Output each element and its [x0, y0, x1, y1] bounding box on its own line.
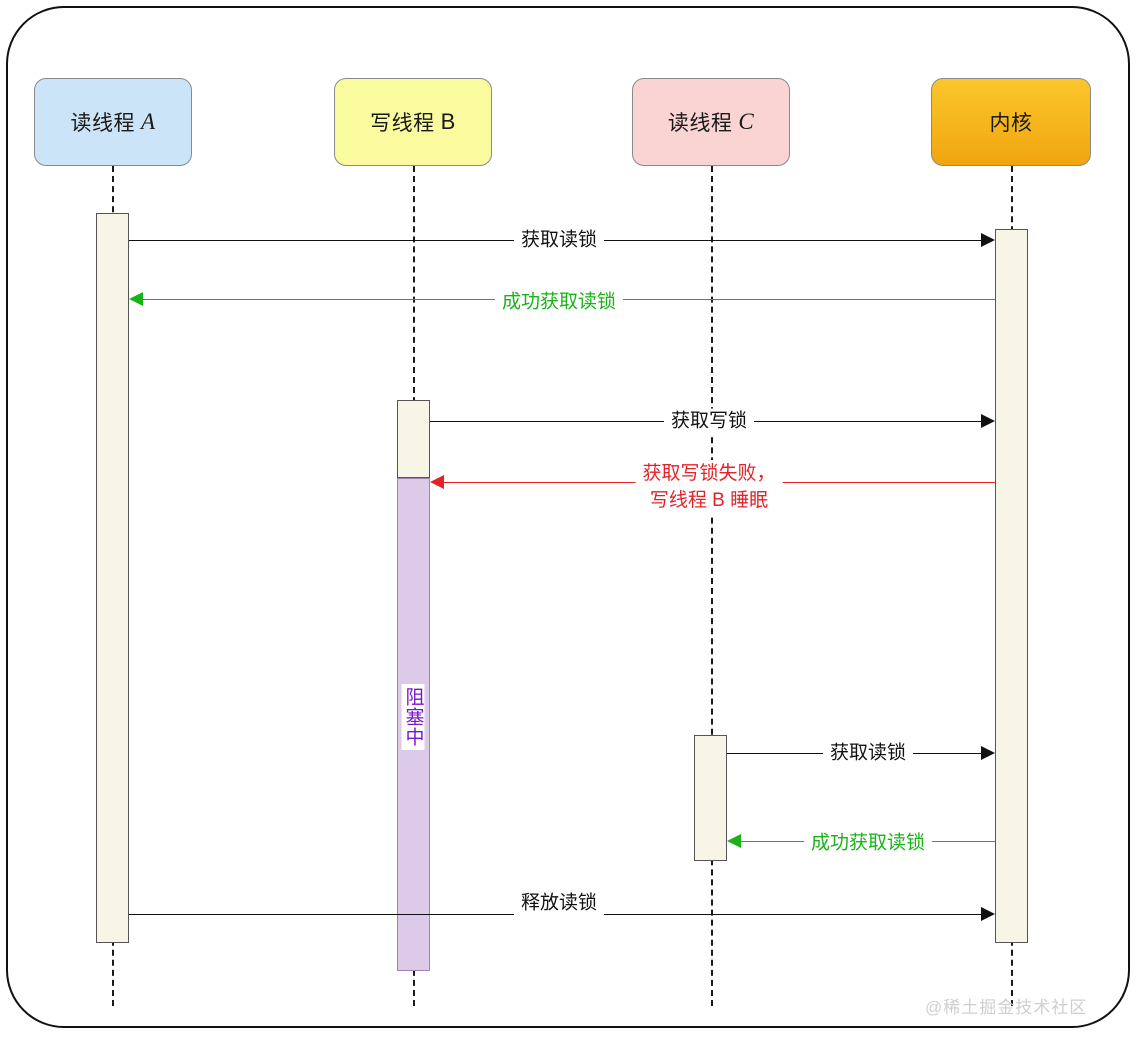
participant-label-a-latin: A	[140, 109, 156, 134]
message-label-acquire-read-lock-c: 获取读锁	[822, 740, 914, 766]
activation-bar-read-thread-c	[694, 735, 727, 861]
participant-label-a-cjk: 读线程	[70, 112, 135, 135]
message-label-read-lock-acquired-c: 成功获取读锁	[803, 830, 933, 856]
message-label-release-read-lock: 释放读锁	[513, 890, 605, 916]
participant-label-b-latin: B	[440, 109, 456, 134]
message-label-acquire-write-lock: 获取写锁	[663, 408, 755, 434]
arrowhead-right-icon-m3	[981, 414, 995, 428]
message-label-write-lock-failed-line1: 获取写锁失败，	[642, 463, 776, 484]
watermark-text: @稀土掘金技术社区	[925, 998, 1088, 1017]
arrowhead-right-icon-m5	[981, 746, 995, 760]
participant-box-read-thread-c[interactable]: 读线程 C	[632, 78, 790, 166]
blocked-state-label: 阻塞中	[401, 684, 425, 750]
participant-label-c-latin: C	[738, 109, 755, 134]
participant-box-kernel[interactable]: 内核	[931, 78, 1091, 166]
participant-label-b-cjk: 写线程	[370, 112, 435, 135]
participant-label-kernel-cjk: 内核	[989, 112, 1033, 135]
arrowhead-left-icon-m4	[430, 475, 444, 489]
message-label-acquire-read-lock-a: 获取读锁	[513, 227, 605, 253]
activation-bar-read-thread-a	[96, 213, 129, 943]
message-label-write-lock-failed: 获取写锁失败， 写线程 B 睡眠	[635, 460, 783, 514]
arrowhead-right-icon-m7	[981, 907, 995, 921]
participant-box-read-thread-a[interactable]: 读线程 A	[34, 78, 192, 166]
arrowhead-left-icon-m6	[727, 834, 741, 848]
activation-bar-write-thread-b	[397, 400, 430, 478]
participant-label-c-cjk: 读线程	[667, 112, 733, 135]
lifeline-read-thread-c	[711, 166, 713, 1006]
diagram-outer-frame	[6, 6, 1130, 1028]
activation-bar-kernel	[995, 229, 1028, 943]
arrowhead-left-icon-m2	[129, 292, 143, 306]
message-label-write-lock-failed-line2: 写线程 B 睡眠	[649, 490, 769, 511]
participant-box-write-thread-b[interactable]: 写线程 B	[334, 78, 492, 166]
message-label-read-lock-acquired-a: 成功获取读锁	[494, 289, 624, 315]
arrowhead-right-icon-m1	[981, 233, 995, 247]
